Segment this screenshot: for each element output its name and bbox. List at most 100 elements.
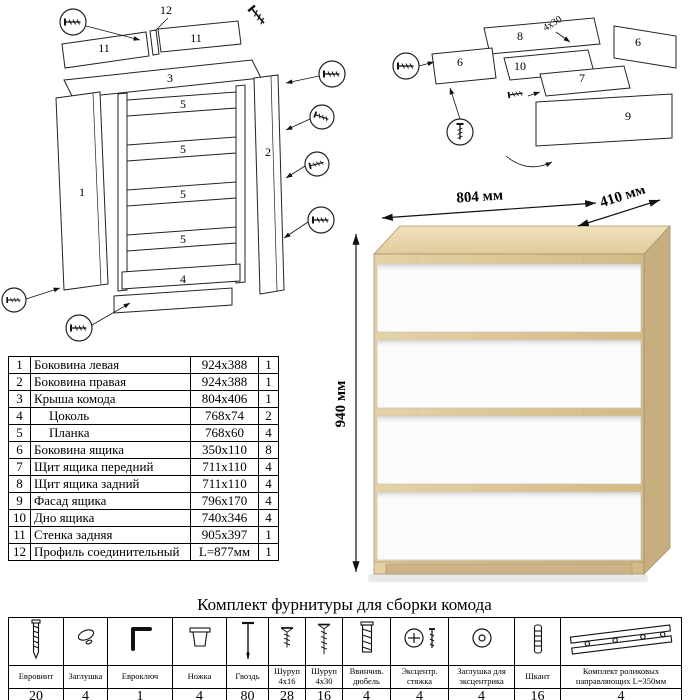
part-name: Стенка задняя xyxy=(30,526,191,544)
hardware-icons-row xyxy=(8,617,682,666)
chest-render: 804 мм 410 мм 940 мм xyxy=(333,188,671,582)
hardware-label: Евроключ xyxy=(121,671,159,682)
part-label-3: 3 xyxy=(167,71,173,85)
part-name: Боковина левая xyxy=(30,356,191,374)
dowel-screw-icon xyxy=(359,621,374,653)
drawer-panels-drawing xyxy=(431,17,677,147)
hardware-qty: 1 xyxy=(107,688,173,700)
part-label-1: 1 xyxy=(79,185,85,199)
part-name: Фасад ящика xyxy=(30,492,191,510)
part-size: L=877мм xyxy=(190,543,259,561)
euroscrew-icon xyxy=(31,619,41,660)
loose-screw-icon xyxy=(246,4,269,28)
part-label-7: 7 xyxy=(579,71,585,85)
main-diagram-labels: 12 11 11 3 5 5 5 5 2 1 4 xyxy=(79,3,271,286)
hardware-qty: 80 xyxy=(226,688,269,700)
fastener-callouts xyxy=(1,8,346,342)
part-label-5: 5 xyxy=(180,142,186,156)
hardware-kit-title: Комплект фурнитуры для сборки комода xyxy=(197,595,492,614)
part-name: Профиль соединительный xyxy=(30,543,191,561)
part-label-11: 11 xyxy=(98,41,110,55)
chest-side-face xyxy=(643,224,671,575)
part-qty: 4 xyxy=(258,458,279,476)
hardware-qty: 4 xyxy=(560,688,682,700)
part-label-9: 9 xyxy=(625,109,631,123)
part-name: Дно ящика xyxy=(30,509,191,527)
part-size: 796x170 xyxy=(190,492,259,510)
cap-icon xyxy=(77,629,94,645)
main-assembly-diagram: 12 11 11 3 5 5 5 5 2 1 4 xyxy=(1,3,346,342)
hardware-label: Заглушка xyxy=(68,671,103,682)
hardware-label: Ножка xyxy=(187,671,212,682)
hardware-qty: 4 xyxy=(342,688,391,700)
loose-screw-icon xyxy=(507,89,525,100)
drawer-front xyxy=(376,339,642,409)
hardware-labels-row: Евровинт Заглушка Евроключ Ножка Гвоздь … xyxy=(8,665,682,689)
part-num: 4 xyxy=(8,407,31,425)
part-size: 804x406 xyxy=(190,390,259,408)
hardware-qty: 16 xyxy=(305,688,343,700)
part-qty: 4 xyxy=(258,509,279,527)
part-label-12: 12 xyxy=(160,3,172,17)
drawer-front xyxy=(376,415,642,485)
part-name: Цоколь xyxy=(30,407,191,425)
drawer-front xyxy=(376,491,642,561)
hardware-qty: 16 xyxy=(514,688,561,700)
hexkey-icon xyxy=(131,627,152,651)
part-size: 768x74 xyxy=(190,407,259,425)
part-qty: 1 xyxy=(258,373,279,391)
hardware-label: Гвоздь xyxy=(235,671,260,682)
hardware-qty: 4 xyxy=(63,688,108,700)
part-size: 905x397 xyxy=(190,526,259,544)
part-label-5: 5 xyxy=(180,97,186,111)
leg-icon xyxy=(188,627,211,647)
part-num: 1 xyxy=(8,356,31,374)
width-dimension-arrow xyxy=(381,200,597,221)
part-size: 740x346 xyxy=(190,509,259,527)
part-size: 711x110 xyxy=(190,475,259,493)
part-name: Щит ящика передний xyxy=(30,458,191,476)
hardware-label: Шкант xyxy=(525,671,550,682)
nail-icon xyxy=(241,621,254,660)
part-label-6: 6 xyxy=(635,35,641,49)
part-label-5: 5 xyxy=(180,232,186,246)
hardware-qty: 20 xyxy=(8,688,64,700)
chest-panels-drawing xyxy=(55,20,285,314)
part-name: Крыша комода xyxy=(30,390,191,408)
part-name: Боковина правая xyxy=(30,373,191,391)
part-num: 12 xyxy=(8,543,31,561)
part-label-2: 2 xyxy=(265,145,271,159)
part-qty: 1 xyxy=(258,390,279,408)
dimension-annotations: 804 мм 410 мм 940 мм xyxy=(333,188,661,572)
drawer-slides-icon xyxy=(569,624,673,655)
part-num: 5 xyxy=(8,424,31,442)
hardware-qty: 4 xyxy=(172,688,227,700)
part-qty: 1 xyxy=(258,356,279,374)
hardware-qty: 28 xyxy=(268,688,306,700)
drawer-front xyxy=(376,263,642,333)
part-name: Планка xyxy=(30,424,191,442)
part-num: 10 xyxy=(8,509,31,527)
part-size: 924x388 xyxy=(190,373,259,391)
chest-plinth xyxy=(374,561,644,575)
hardware-label: Эксцентр. стяжка xyxy=(401,666,438,686)
hardware-qty-row: 20 4 1 4 80 28 16 4 4 4 16 4 xyxy=(8,688,682,700)
part-size: 768x60 xyxy=(190,424,259,442)
cam-lock-icon xyxy=(403,628,435,648)
part-num: 8 xyxy=(8,475,31,493)
height-dimension-label: 940 мм xyxy=(333,381,349,428)
wood-dowel-icon xyxy=(533,624,542,654)
part-label-8: 8 xyxy=(517,29,523,43)
part-size: 924x388 xyxy=(190,356,259,374)
part-num: 7 xyxy=(8,458,31,476)
